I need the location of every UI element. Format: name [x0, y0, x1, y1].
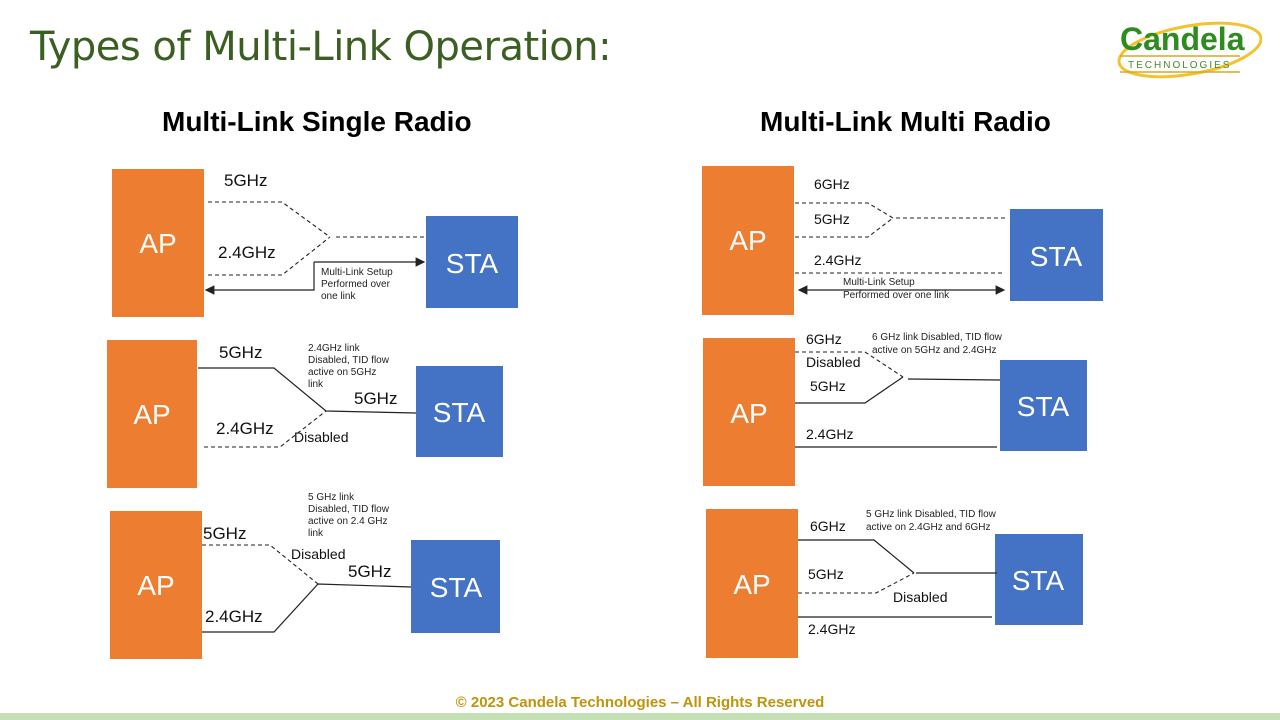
- disabled-label: Disabled: [291, 546, 345, 562]
- link-combined: [907, 378, 1001, 381]
- link-label-2ghz: 2.4GHz: [218, 243, 276, 262]
- ap-label: AP: [730, 398, 767, 429]
- single-radio-5ghz-disabled-diagram: AP STA 5GHz 2.4GHz 5GHz Disabled 5 GHz l…: [110, 492, 500, 659]
- ap-label: AP: [133, 399, 170, 430]
- ap-box: [112, 169, 204, 317]
- single-radio-setup-diagram: AP STA 5GHz 2.4GHz Multi-Link Setup Perf…: [112, 169, 518, 317]
- sta-box: [426, 216, 518, 308]
- link-label-6ghz: 6GHz: [810, 518, 846, 534]
- ap-box: [703, 338, 795, 486]
- link-5ghz-disabled: [798, 572, 915, 594]
- sta-box: [995, 534, 1083, 625]
- link-2ghz: [208, 236, 331, 276]
- link-5ghz: [795, 217, 894, 238]
- link-5ghz-active: [198, 367, 417, 414]
- note-line: active on 5GHz: [308, 367, 376, 378]
- link-label-6ghz: 6GHz: [806, 331, 842, 347]
- link-5ghz-disabled: [202, 544, 319, 585]
- logo-brand: Candela: [1120, 21, 1245, 57]
- disabled-label: Disabled: [294, 429, 348, 445]
- sta-box: [411, 540, 500, 633]
- note-line: 2.4GHz link: [308, 343, 361, 354]
- setup-arrow-left: [204, 262, 315, 295]
- ap-label: AP: [139, 228, 176, 259]
- note-line: 6 GHz link Disabled, TID flow: [872, 332, 1003, 343]
- ap-label: AP: [733, 569, 770, 600]
- note-line: active on 2.4GHz and 6GHz: [866, 522, 991, 533]
- link-label-5ghz: 5GHz: [808, 566, 844, 582]
- link-label-2ghz: 2.4GHz: [814, 252, 861, 268]
- candela-logo: Candela TECHNOLOGIES: [1112, 12, 1263, 84]
- setup-note-line: Multi-Link Setup: [321, 267, 393, 278]
- sta-label: STA: [1012, 565, 1065, 596]
- link-2ghz-active: [202, 583, 412, 633]
- link-label-5ghz: 5GHz: [224, 171, 267, 190]
- ap-label: AP: [137, 570, 174, 601]
- link-label-2ghz: 2.4GHz: [216, 419, 274, 438]
- logo-swoosh-icon: [1117, 21, 1263, 79]
- link-5ghz-active: [795, 376, 904, 404]
- link-label-2ghz: 2.4GHz: [808, 621, 855, 637]
- link-label-5ghz: 5GHz: [814, 211, 850, 227]
- sta-box: [1000, 360, 1087, 451]
- link-6ghz-active: [798, 539, 915, 574]
- sta-label: STA: [446, 248, 499, 279]
- link-6ghz-disabled: [795, 351, 904, 378]
- ap-box: [110, 511, 202, 659]
- link-label-5ghz: 5GHz: [203, 524, 246, 543]
- sta-box: [416, 366, 503, 457]
- link-label-sta-5ghz: 5GHz: [348, 562, 391, 581]
- sta-box: [1010, 209, 1103, 301]
- setup-note-line: one link: [321, 291, 356, 302]
- note-line: link: [308, 528, 324, 539]
- link-label-sta-5ghz: 5GHz: [354, 389, 397, 408]
- disabled-label: Disabled: [806, 354, 860, 370]
- note-line: active on 5GHz and 2.4GHz: [872, 345, 997, 356]
- note-line: link: [308, 379, 324, 390]
- setup-note-line: Multi-Link Setup: [843, 277, 915, 288]
- sta-label: STA: [1030, 241, 1083, 272]
- multi-radio-setup-diagram: AP STA 6GHz 5GHz 2.4GHz Multi-Link Setup…: [702, 166, 1103, 315]
- slide-title: Types of Multi-Link Operation:: [30, 24, 612, 70]
- note-line: 5 GHz link Disabled, TID flow: [866, 509, 997, 520]
- sta-label: STA: [1017, 391, 1070, 422]
- note-line: active on 2.4 GHz: [308, 516, 387, 527]
- note-line: Disabled, TID flow: [308, 504, 390, 515]
- link-2ghz-disabled: [204, 410, 327, 448]
- footer-copyright: © 2023 Candela Technologies – All Rights…: [455, 694, 825, 711]
- link-6ghz: [795, 202, 894, 219]
- setup-note-line: Performed over one link: [843, 290, 950, 301]
- disabled-label: Disabled: [893, 589, 947, 605]
- ap-box: [107, 340, 197, 488]
- setup-note-line: Performed over: [321, 279, 391, 290]
- multi-radio-6ghz-disabled-diagram: AP STA 6GHz Disabled 5GHz 2.4GHz 6 GHz l…: [703, 331, 1087, 486]
- link-label-2ghz: 2.4GHz: [806, 426, 853, 442]
- multi-radio-5ghz-disabled-diagram: AP STA 6GHz 5GHz 2.4GHz Disabled 5 GHz l…: [706, 509, 1083, 658]
- link-label-2ghz: 2.4GHz: [205, 607, 263, 626]
- single-radio-24ghz-disabled-diagram: AP STA 5GHz 2.4GHz 5GHz Disabled 2.4GHz …: [107, 340, 503, 488]
- sta-label: STA: [433, 397, 486, 428]
- sta-label: STA: [430, 572, 483, 603]
- ap-box: [702, 166, 794, 315]
- note-line: Disabled, TID flow: [308, 355, 390, 366]
- link-5ghz: [208, 201, 331, 238]
- footer-bar: [0, 713, 1280, 720]
- note-line: 5 GHz link: [308, 492, 355, 503]
- ap-label: AP: [729, 225, 766, 256]
- link-label-6ghz: 6GHz: [814, 176, 850, 192]
- logo-tagline: TECHNOLOGIES: [1128, 60, 1231, 71]
- ap-box: [706, 509, 798, 658]
- link-label-5ghz: 5GHz: [810, 378, 846, 394]
- heading-single-radio: Multi-Link Single Radio: [162, 106, 472, 137]
- link-label-5ghz: 5GHz: [219, 343, 262, 362]
- heading-multi-radio: Multi-Link Multi Radio: [760, 106, 1051, 137]
